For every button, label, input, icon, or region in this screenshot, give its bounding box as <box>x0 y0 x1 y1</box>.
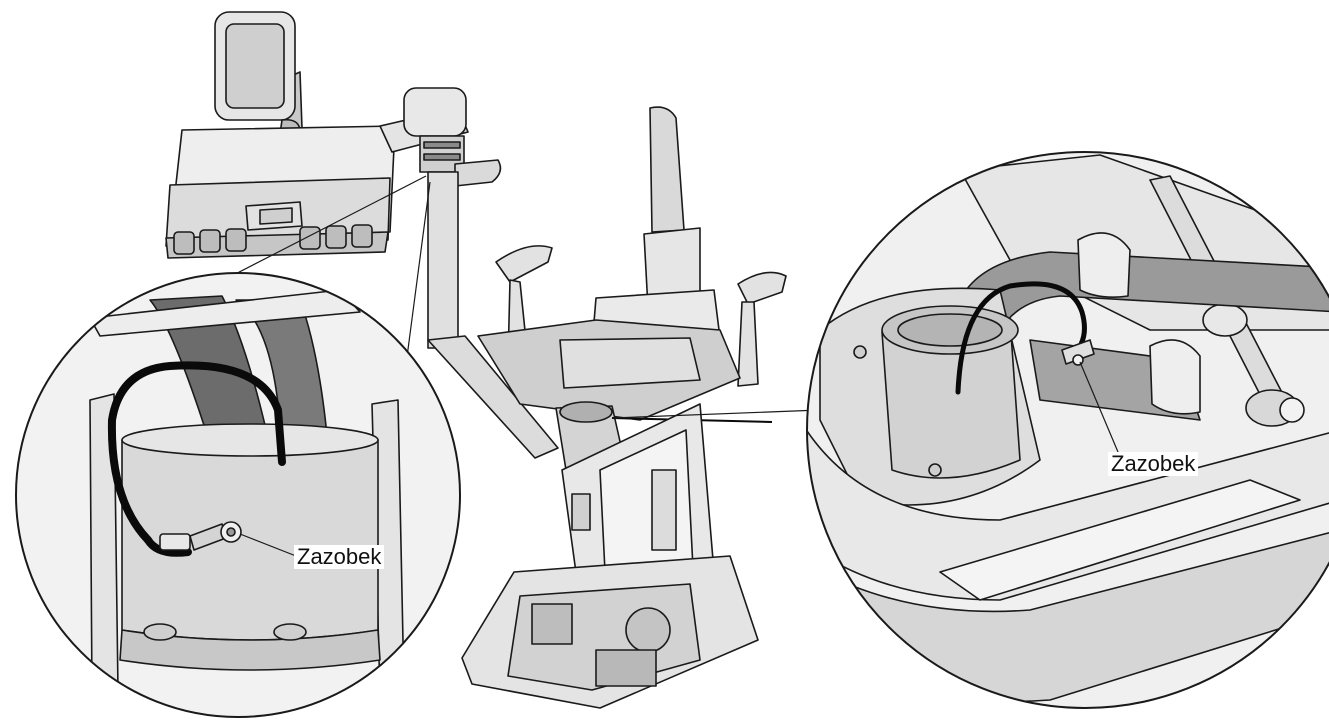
monitor <box>214 11 303 135</box>
support-arm <box>379 87 559 459</box>
zoom-detail-left <box>15 272 461 718</box>
chair-base <box>461 555 759 709</box>
chair-backrest <box>591 106 721 347</box>
dental-unit <box>165 11 787 709</box>
zoom-detail-right <box>806 151 1329 709</box>
instrument-table <box>165 125 396 259</box>
zazobek-callout-left: Zazobek <box>294 545 385 569</box>
chair-frame <box>561 403 717 603</box>
zazobek-callout-right: Zazobek <box>1108 452 1199 476</box>
